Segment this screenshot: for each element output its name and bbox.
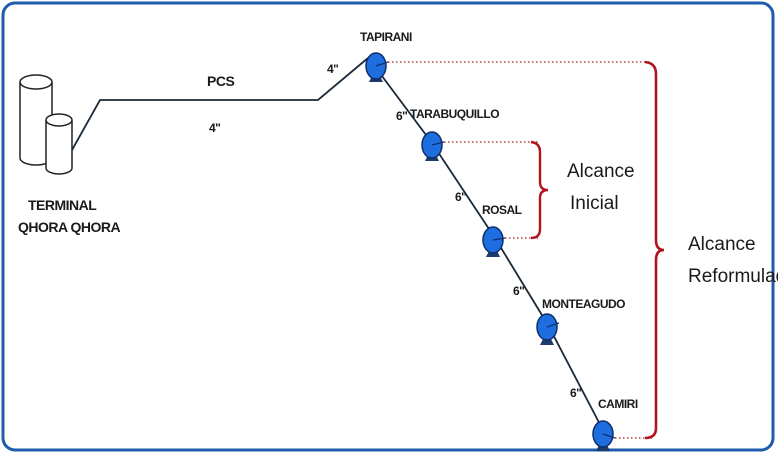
terminal-tanks-icon — [19, 74, 73, 175]
station-camiri: CAMIRI — [592, 397, 638, 451]
pump-icon — [482, 226, 506, 257]
terminal-label-line1: TERMINAL — [28, 197, 97, 213]
pump-icon — [421, 131, 445, 161]
station-rosal: ROSAL — [482, 203, 522, 257]
station-tapirani: TAPIRANI — [360, 30, 412, 82]
station-tarabuquillo: TARABUQUILLO — [410, 107, 500, 161]
frame-border — [1, 1, 775, 452]
initial-scope-line2: Inicial — [570, 193, 619, 214]
station-label: MONTEAGUDO — [542, 297, 625, 311]
station-label: CAMIRI — [598, 397, 638, 411]
reformulated-scope-line1: Alcance — [688, 234, 756, 255]
station-label: TAPIRANI — [360, 30, 412, 44]
initial-scope-bracket — [530, 140, 549, 240]
segment-diameter-1: 6" — [396, 109, 407, 123]
reformulated-scope-bracket — [644, 60, 665, 440]
pipeline-pcs — [71, 57, 369, 151]
station-monteagudo: MONTEAGUDO — [536, 297, 626, 345]
pump-icon — [365, 52, 389, 82]
segment-diameter-4: 6" — [570, 386, 581, 400]
scope-guide-lines — [388, 61, 652, 439]
pipeline-diameter-bottom: 4" — [209, 121, 220, 135]
reformulated-scope-line2: Reformulado — [688, 266, 778, 287]
segment-diameter-2: 6" — [455, 190, 466, 204]
station-label: TARABUQUILLO — [410, 107, 499, 121]
pump-icon — [592, 420, 616, 451]
segment-diameter-3: 6" — [513, 284, 524, 298]
pump-icon — [536, 313, 560, 345]
initial-scope-line1: Alcance — [567, 161, 635, 182]
pipeline-diameter-top: 4" — [327, 62, 338, 76]
pipeline-name: PCS — [207, 73, 234, 89]
station-label: ROSAL — [482, 203, 522, 217]
terminal-label-line2: QHORA QHORA — [18, 219, 120, 235]
